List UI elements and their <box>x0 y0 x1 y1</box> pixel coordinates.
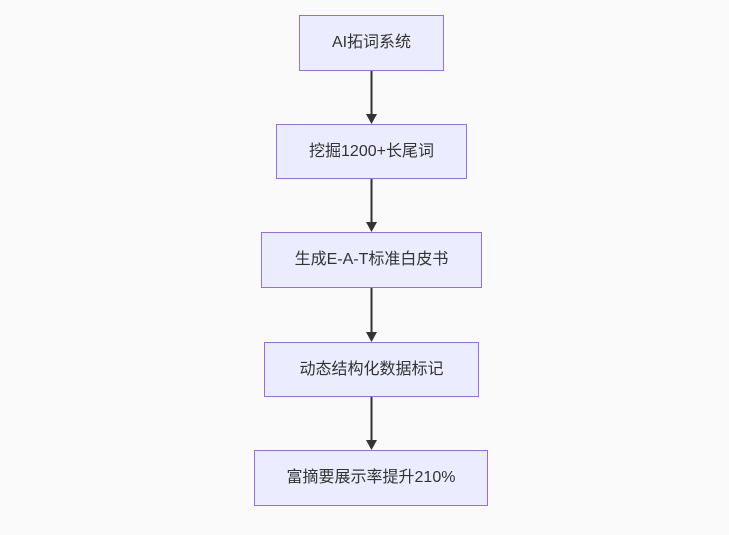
arrow-down-icon <box>366 179 377 232</box>
arrow-down-icon <box>366 397 377 450</box>
node-rich-snippet-rate: 富摘要展示率提升210% <box>254 450 488 506</box>
node-label: AI拓词系统 <box>331 34 412 51</box>
node-label: 生成E-A-T标准白皮书 <box>294 251 449 268</box>
node-eat-whitepaper: 生成E-A-T标准白皮书 <box>261 232 482 288</box>
node-longtail-mining: 挖掘1200+长尾词 <box>276 124 467 179</box>
node-label: 动态结构化数据标记 <box>299 360 444 378</box>
flow-arrow-4 <box>364 397 379 450</box>
arrow-down-icon <box>366 71 377 124</box>
node-label: 挖掘1200+长尾词 <box>309 142 434 160</box>
flow-arrow-3 <box>364 288 379 342</box>
node-structured-data-markup: 动态结构化数据标记 <box>264 342 479 397</box>
arrow-down-icon <box>366 288 377 342</box>
flow-arrow-1 <box>364 71 379 124</box>
node-ai-keyword-system: AI拓词系统 <box>299 15 444 71</box>
flow-arrow-2 <box>364 179 379 232</box>
node-label: 富摘要展示率提升210% <box>286 469 456 486</box>
